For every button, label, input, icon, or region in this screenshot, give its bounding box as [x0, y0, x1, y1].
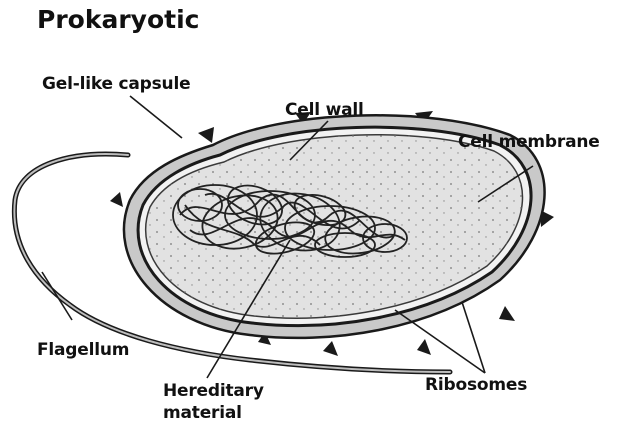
label-cell-membrane: Cell membrane [458, 132, 600, 152]
label-hereditary-line2: material [163, 402, 264, 424]
label-hereditary-material: Hereditary material [163, 380, 264, 424]
label-flagellum: Flagellum [37, 340, 129, 360]
label-capsule: Gel-like capsule [42, 74, 190, 94]
capsule-leader [130, 96, 182, 138]
ribosome-leader-2 [462, 302, 485, 373]
label-ribosomes: Ribosomes [425, 375, 527, 395]
label-hereditary-line1: Hereditary [163, 380, 264, 402]
ribosome-leader-1 [395, 310, 485, 373]
label-cell-wall: Cell wall [285, 100, 364, 120]
page-title: Prokaryotic [37, 5, 199, 34]
flagellum-leader [42, 272, 72, 320]
